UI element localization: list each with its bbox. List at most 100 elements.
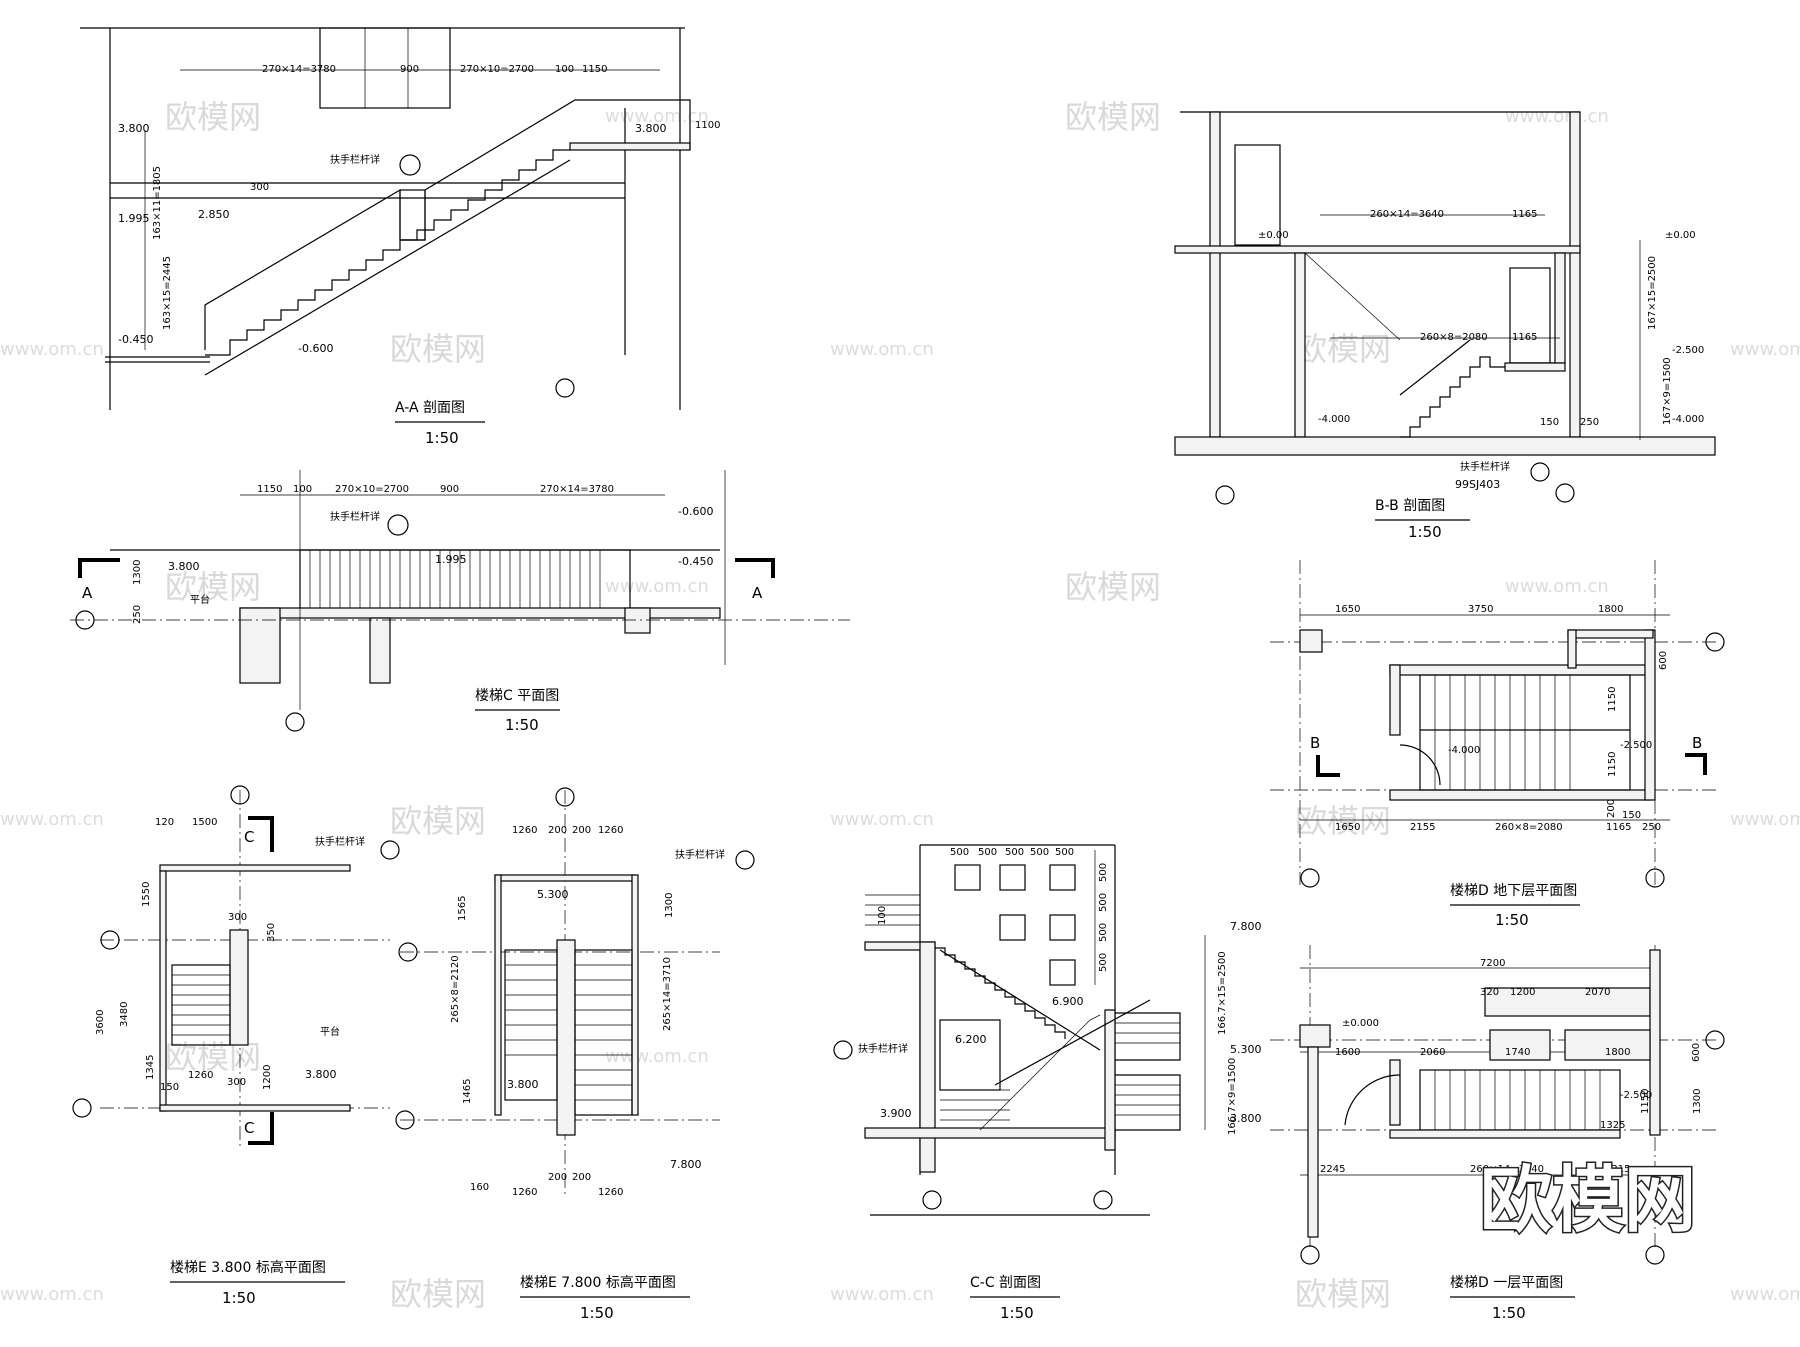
dim-text: 2155 bbox=[1410, 822, 1435, 833]
view-title: A-A 剖面图 bbox=[395, 400, 465, 416]
elevation-label: -0.600 bbox=[678, 505, 713, 518]
section-cut-label: B bbox=[1692, 734, 1702, 752]
dim-text: 1800 bbox=[1605, 1047, 1630, 1058]
view-title: 楼梯D 地下层平面图 bbox=[1450, 883, 1577, 899]
stair-treads bbox=[1434, 1070, 1601, 1130]
dim-text: 166.7×9=1500 bbox=[1227, 1058, 1238, 1135]
dim-text: 166.7×15=2500 bbox=[1217, 951, 1228, 1035]
elevation-label: -2.500 bbox=[1620, 740, 1652, 751]
dim-text: 1325 bbox=[1600, 1120, 1625, 1131]
elevation-label: 5.300 bbox=[537, 888, 569, 901]
dim-text: 3480 bbox=[119, 1002, 130, 1027]
view-title: B-B 剖面图 bbox=[1375, 498, 1445, 514]
elevation-label: 3.800 bbox=[305, 1068, 337, 1081]
dim-text: 900 bbox=[440, 484, 459, 495]
elevation-label: -4.000 bbox=[1672, 414, 1704, 425]
dim-text: 1650 bbox=[1335, 604, 1360, 615]
dim-text: 265×8=2120 bbox=[450, 955, 461, 1023]
section-aa: 270×14=3780 900 270×10=2700 100 1150 110… bbox=[80, 27, 720, 447]
dim-text: 350 bbox=[266, 923, 277, 942]
dim-text: 500 bbox=[1030, 847, 1049, 858]
dim-text: 1165 bbox=[1606, 822, 1631, 833]
watermark-url: www.om.cn bbox=[0, 809, 104, 830]
stair-d-first-plan: 7200 320 1200 2070 1600 2060 1740 1800 6… bbox=[1270, 945, 1725, 1322]
dim-text: 100 bbox=[293, 484, 312, 495]
view-title: 楼梯E 3.800 标高平面图 bbox=[170, 1259, 326, 1276]
dim-text: 500 bbox=[1005, 847, 1024, 858]
watermark-url: www.om.cn bbox=[1730, 1284, 1800, 1305]
elevation-label: 6.900 bbox=[1052, 995, 1084, 1008]
dim-text: 500 bbox=[1055, 847, 1074, 858]
section-bb: 260×14=3640 1165 260×8=2080 1165 167×15=… bbox=[1174, 111, 1716, 541]
dim-text: 200 bbox=[548, 1172, 567, 1183]
elevation-label: 3.800 bbox=[1230, 1112, 1262, 1125]
stair-c-plan: A A 1150 100 270×10=2700 900 270×14=3780… bbox=[70, 470, 850, 734]
elevation-label: 2.850 bbox=[198, 208, 230, 221]
watermark-logo: 欧模网 bbox=[1480, 1158, 1696, 1242]
dim-text: 1260 bbox=[512, 825, 537, 836]
watermark-url: www.om.cn bbox=[830, 809, 934, 830]
watermark-url: www.om.cn bbox=[1505, 576, 1609, 597]
dim-text: 1300 bbox=[664, 893, 675, 918]
elevation-label: -4.000 bbox=[1318, 414, 1350, 425]
dim-text: 1800 bbox=[1598, 604, 1623, 615]
elevation-label: -2.500 bbox=[1672, 345, 1704, 356]
elevation-label: 3.800 bbox=[118, 122, 150, 135]
dim-text: 1260 bbox=[598, 825, 623, 836]
dim-text: 1650 bbox=[1335, 822, 1360, 833]
watermark-url: www.om.cn bbox=[605, 1046, 709, 1067]
note-text: 平台 bbox=[320, 1025, 340, 1038]
dim-text: 100 bbox=[555, 64, 574, 75]
dim-text: 260×14=3640 bbox=[1470, 1164, 1544, 1175]
view-scale: 1:50 bbox=[1408, 523, 1442, 541]
note-text: 扶手栏杆详 bbox=[330, 153, 380, 166]
stair-treads bbox=[865, 894, 1180, 1121]
elevation-label: -4.000 bbox=[1448, 745, 1480, 756]
dim-text: 3600 bbox=[95, 1010, 106, 1035]
dim-text: 1200 bbox=[262, 1065, 273, 1090]
dim-text: 300 bbox=[227, 1077, 246, 1088]
dim-text: 1260 bbox=[598, 1187, 623, 1198]
view-scale: 1:50 bbox=[505, 716, 539, 734]
elevation-label: ±0.00 bbox=[1665, 230, 1696, 241]
elevation-label: 3.800 bbox=[635, 122, 667, 135]
watermark-url: www.om.cn bbox=[0, 339, 104, 360]
watermark-text: 欧模网 bbox=[390, 1275, 486, 1313]
note-text: 扶手栏杆详 bbox=[330, 510, 380, 523]
dim-text: 500 bbox=[1098, 863, 1109, 882]
dim-text: 1165 bbox=[1512, 209, 1537, 220]
watermark-url: www.om.cn bbox=[1730, 339, 1800, 360]
dim-text: 250 bbox=[1642, 822, 1661, 833]
elevation-label: 1.995 bbox=[435, 553, 467, 566]
dim-text: 1150 bbox=[582, 64, 607, 75]
elevation-label: 6.200 bbox=[955, 1033, 987, 1046]
elevation-label: 3.900 bbox=[880, 1107, 912, 1120]
elevation-label: -0.450 bbox=[118, 333, 153, 346]
stair-treads bbox=[172, 974, 230, 1036]
dim-text: 2070 bbox=[1585, 987, 1610, 998]
window-grid bbox=[954, 864, 1076, 986]
dim-text: 270×14=3780 bbox=[540, 484, 614, 495]
dim-text: 300 bbox=[228, 912, 247, 923]
dim-text: 2060 bbox=[1420, 1047, 1445, 1058]
note-text: 平台 bbox=[190, 593, 210, 606]
dim-text: 260×8=2080 bbox=[1420, 332, 1488, 343]
dim-text: 2245 bbox=[1320, 1164, 1345, 1175]
view-title: 楼梯C 平面图 bbox=[475, 688, 559, 704]
view-title: 楼梯D 一层平面图 bbox=[1450, 1275, 1563, 1291]
dim-text: 1100 bbox=[695, 120, 720, 131]
dim-text: 500 bbox=[1098, 923, 1109, 942]
note-text: 扶手栏杆详 bbox=[315, 835, 365, 848]
dim-text: 1165 bbox=[1512, 332, 1537, 343]
elevation-label: -0.450 bbox=[678, 555, 713, 568]
elevation-label: ±0.000 bbox=[1342, 1018, 1379, 1029]
elevation-label: 3.800 bbox=[507, 1078, 539, 1091]
view-scale: 1:50 bbox=[1495, 911, 1529, 929]
section-cut-label: A bbox=[82, 584, 93, 602]
dim-text: 1500 bbox=[192, 817, 217, 828]
dim-text: 1345 bbox=[145, 1055, 156, 1080]
dim-text: 260×14=3640 bbox=[1370, 209, 1444, 220]
elevation-label: 1.995 bbox=[118, 212, 150, 225]
watermark-text: 欧模网 bbox=[390, 802, 486, 840]
